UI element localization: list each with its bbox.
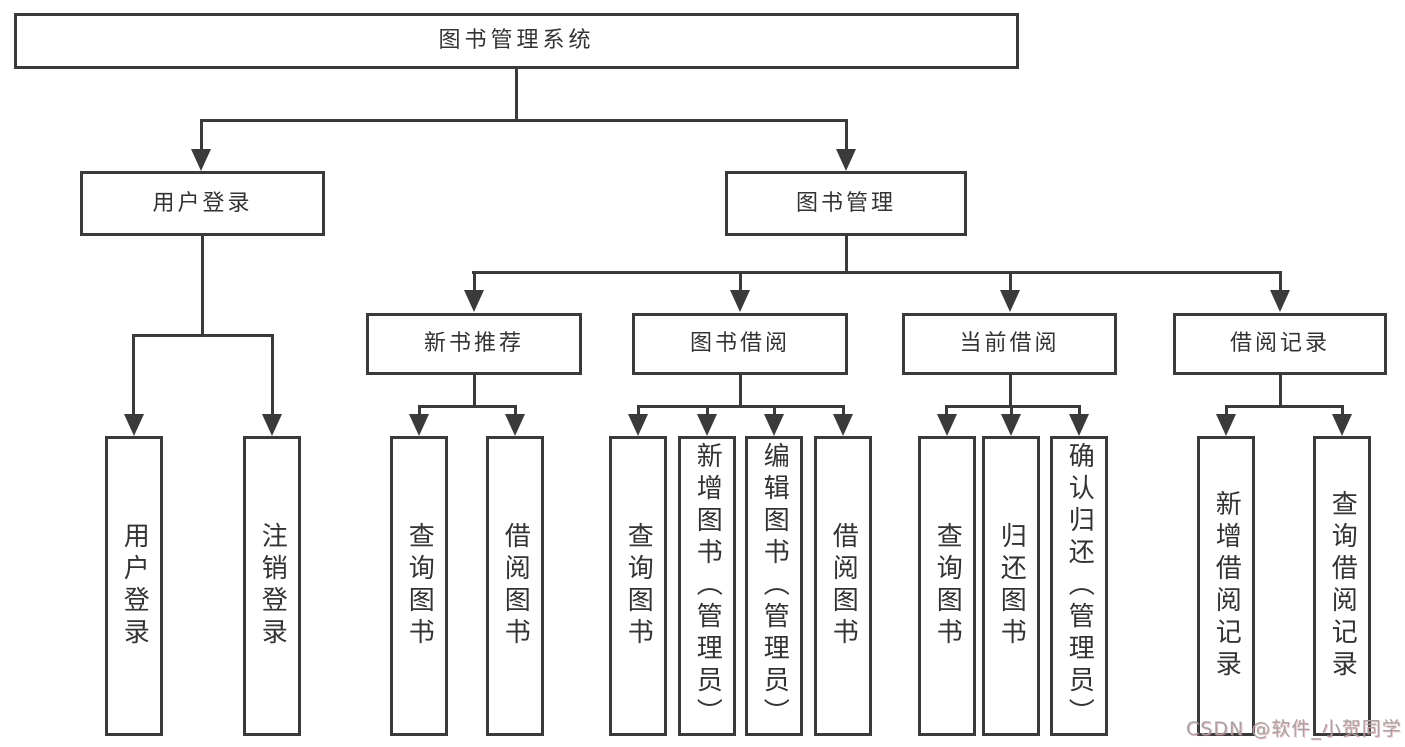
node-new-books: 新书推荐 [366,313,582,375]
connector-bookborrow-stem [739,374,742,408]
connector-records-hline [1225,405,1343,408]
node-leaf-user-login: 用户登录 [105,436,163,736]
node-leaf-newbooks-borrow: 借阅图书 [486,436,544,736]
connector-arrow-stem [706,405,709,417]
arrowhead-down-icon [124,414,144,436]
arrowhead-down-icon [836,149,856,171]
node-leaf-current-confirm: 确认归还（管理员） [1050,436,1108,736]
arrowhead-down-icon [1000,290,1020,312]
connector-arrow-stem [773,405,776,417]
arrowhead-down-icon [191,149,211,171]
node-leaf-records-query: 查询借阅记录 [1313,436,1371,736]
connector-bookborrow-hline [637,405,845,408]
node-book-mgmt: 图书管理 [725,171,967,236]
connector-arrow-stem [1010,405,1013,417]
connector-records-stem [1279,374,1282,408]
connector-arrow-stem [473,271,476,292]
node-leaf-bookborrow-edit: 编辑图书（管理员） [745,436,803,736]
connector-arrow-stem [1009,271,1012,292]
node-borrow-records: 借阅记录 [1173,313,1387,375]
node-leaf-records-add: 新增借阅记录 [1197,436,1255,736]
connector-arrow-stem [1078,405,1081,417]
connector-arrow-stem [1225,405,1228,417]
connector-arrow-stem [945,405,948,417]
connector-arrow-stem [418,405,421,417]
connector-arrow-stem [842,405,845,417]
arrowhead-down-icon [464,290,484,312]
connector-newbooks-hline [418,405,517,408]
arrowhead-down-icon [1270,290,1290,312]
arrowhead-down-icon [730,290,750,312]
arrowhead-down-icon [1332,414,1352,436]
connector-arrow-stem [1279,271,1282,292]
arrowhead-down-icon [764,414,784,436]
connector-root-stem [515,68,518,122]
node-leaf-logout: 注销登录 [243,436,301,736]
connector-arrow-stem [739,271,742,292]
connector-newbooks-stem [473,374,476,408]
node-leaf-current-return: 归还图书 [982,436,1040,736]
arrowhead-down-icon [1001,414,1021,436]
connector-l2-hline [472,271,1282,274]
node-leaf-bookborrow-borrow: 借阅图书 [814,436,872,736]
connector-arrow-stem [132,334,135,415]
node-user-login: 用户登录 [80,171,325,236]
connector-arrow-stem [200,119,203,152]
node-leaf-bookborrow-add: 新增图书（管理员） [678,436,736,736]
connector-arrow-stem [845,119,848,152]
connector-userlogin-stem [201,235,204,336]
arrowhead-down-icon [262,414,282,436]
node-leaf-current-query: 查询图书 [918,436,976,736]
connector-bookmgmt-stem [845,235,848,274]
connector-userlogin-hline [132,334,274,337]
arrowhead-down-icon [628,414,648,436]
node-leaf-newbooks-query: 查询图书 [390,436,448,736]
node-leaf-bookborrow-query: 查询图书 [609,436,667,736]
connector-currentborrow-hline [945,405,1081,408]
connector-arrow-stem [637,405,640,417]
arrowhead-down-icon [833,414,853,436]
connector-arrow-stem [1341,405,1344,417]
arrowhead-down-icon [937,414,957,436]
node-root: 图书管理系统 [14,13,1019,69]
connector-arrow-stem [514,405,517,417]
arrowhead-down-icon [505,414,525,436]
connector-arrow-stem [271,334,274,415]
connector-currentborrow-stem [1009,374,1012,408]
arrowhead-down-icon [1069,414,1089,436]
arrowhead-down-icon [697,414,717,436]
node-book-borrow: 图书借阅 [632,313,848,375]
node-current-borrow: 当前借阅 [902,313,1117,375]
arrowhead-down-icon [409,414,429,436]
watermark-text: CSDN @软件_小贺同学 [1186,718,1402,740]
arrowhead-down-icon [1216,414,1236,436]
connector-l1-hline [200,119,848,122]
